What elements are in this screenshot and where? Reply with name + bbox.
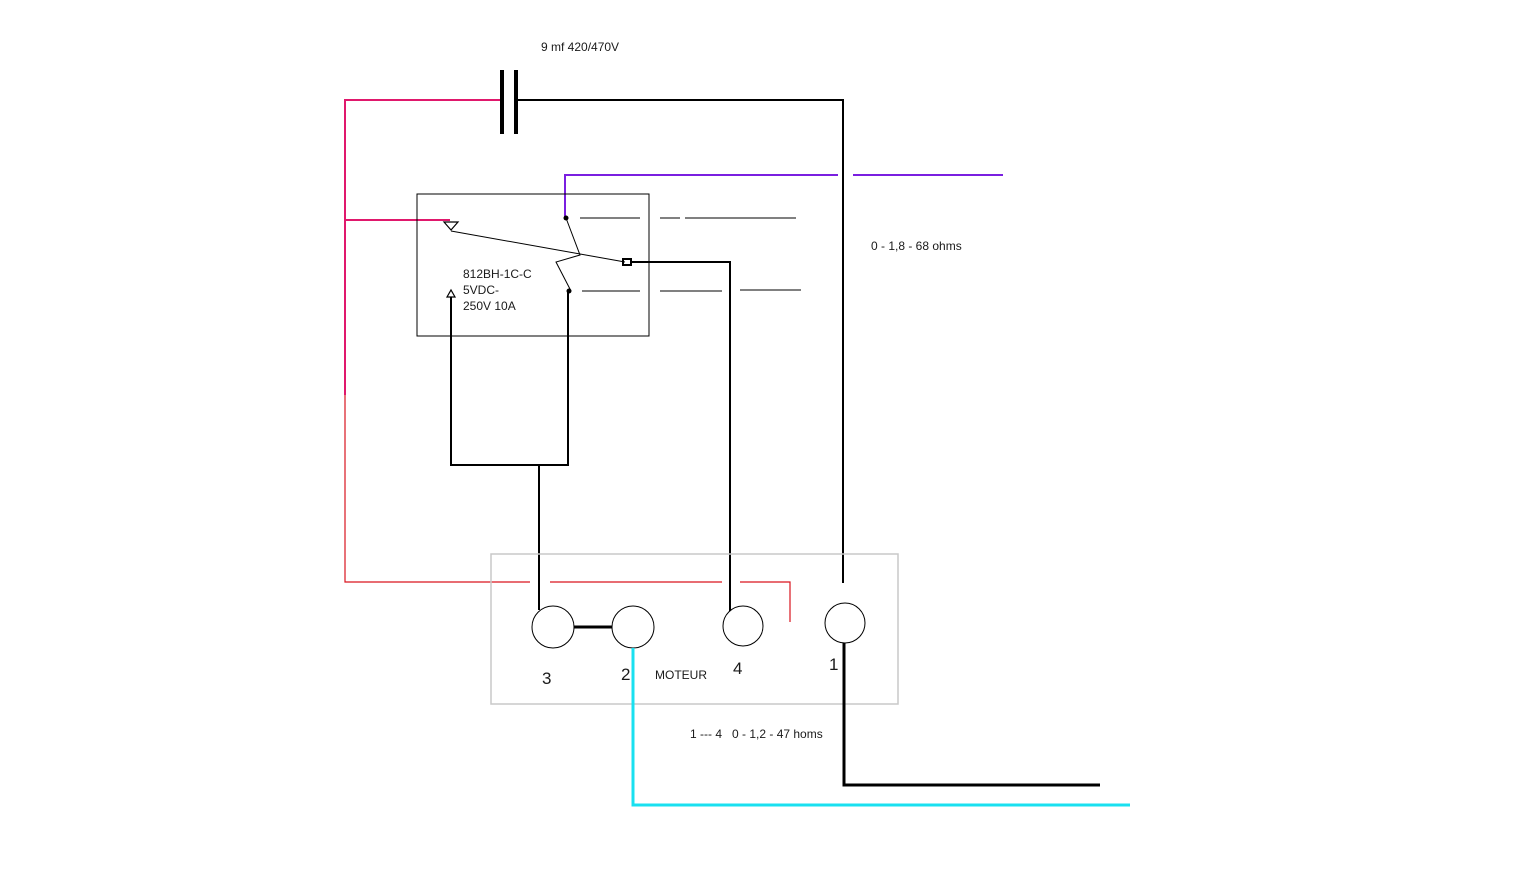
resistance-top-label: 0 - 1,8 - 68 ohms bbox=[871, 239, 962, 253]
terminal-4-label: 4 bbox=[733, 659, 743, 678]
motor-terminals bbox=[531, 602, 866, 649]
capacitor-wire-black bbox=[518, 99, 844, 583]
relay-voltage-label: 5VDC- bbox=[463, 283, 500, 297]
terminal-3 bbox=[531, 605, 575, 649]
magenta-wire bbox=[344, 99, 500, 395]
violet-wire bbox=[564, 174, 1003, 218]
contact-dot-nc bbox=[563, 215, 569, 221]
red-wire bbox=[344, 395, 791, 622]
terminal-2-label: 2 bbox=[621, 665, 631, 684]
motor-box bbox=[490, 553, 899, 705]
capacitor-label: 9 mf 420/470V bbox=[541, 40, 620, 54]
output-wire-cyan bbox=[631, 648, 1130, 807]
relay-model-label: 812BH-1C-C bbox=[463, 267, 532, 281]
resistance-bottom-label: 1 --- 4 0 - 1,2 - 47 homs bbox=[690, 727, 823, 741]
relay-wires-black bbox=[450, 261, 731, 622]
relay-box bbox=[416, 193, 650, 337]
capacitor bbox=[500, 70, 518, 134]
relay-rating-label: 250V 10A bbox=[463, 299, 516, 313]
terminal-3-label: 3 bbox=[542, 669, 552, 688]
relay-contacts bbox=[442, 217, 801, 298]
terminal-2 bbox=[611, 605, 655, 649]
output-wire-black bbox=[842, 643, 1100, 787]
terminal-1-label: 1 bbox=[829, 655, 839, 674]
terminal-1 bbox=[824, 602, 866, 644]
motor-label: MOTEUR bbox=[655, 668, 707, 682]
terminal-4 bbox=[722, 605, 764, 647]
